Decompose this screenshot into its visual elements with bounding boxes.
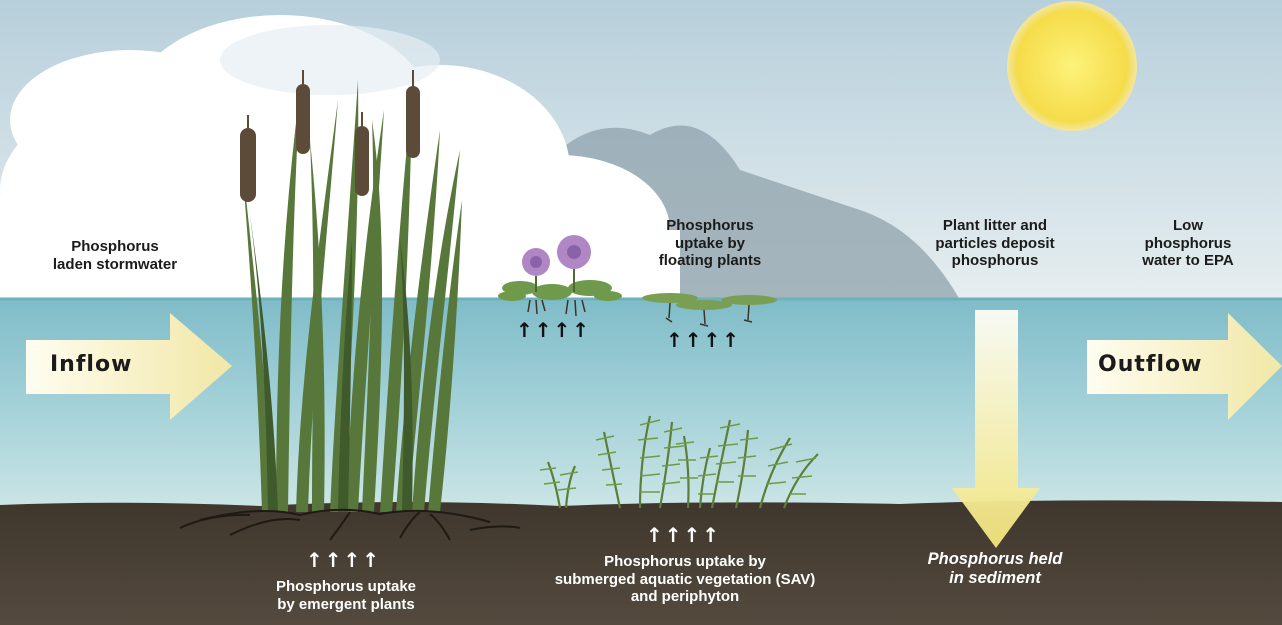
outflow-label: Outflow [1098, 352, 1202, 377]
cloud-shadow [220, 25, 440, 95]
inflow-source-label: Phosphorus laden stormwater [20, 238, 210, 273]
sav-uptake-arrows: ↑↑↑↑ [646, 523, 721, 547]
label-line: in sediment [890, 569, 1100, 588]
label-line: submerged aquatic vegetation (SAV) [500, 571, 870, 589]
lily-pad-uptake-arrows: ↑↑↑↑ [666, 328, 741, 352]
label-line: phosphorus [1108, 235, 1268, 253]
label-line: Phosphorus uptake [236, 578, 456, 596]
label-line: Phosphorus uptake by [500, 553, 870, 571]
sediment-label: Phosphorus held in sediment [890, 550, 1100, 589]
label-line: particles deposit [895, 235, 1095, 253]
label-line: by emergent plants [236, 596, 456, 614]
label-line: Phosphorus [630, 217, 790, 235]
litter-deposit-label: Plant litter and particles deposit phosp… [895, 217, 1095, 270]
label-line: and periphyton [500, 588, 870, 606]
emergent-uptake-arrows: ↑↑↑↑ [306, 548, 381, 572]
label-line: phosphorus [895, 252, 1095, 270]
inflow-label: Inflow [50, 352, 132, 377]
label-line: laden stormwater [20, 256, 210, 274]
label-line: Low [1108, 217, 1268, 235]
label-line: water to EPA [1108, 252, 1268, 270]
outflow-destination-label: Low phosphorus water to EPA [1108, 217, 1268, 270]
emergent-uptake-label: Phosphorus uptake by emergent plants [236, 578, 456, 613]
sav-uptake-label: Phosphorus uptake by submerged aquatic v… [500, 553, 870, 606]
floating-uptake-label: Phosphorus uptake by floating plants [630, 217, 790, 270]
label-line: uptake by [630, 235, 790, 253]
label-line: Phosphorus held [890, 550, 1100, 569]
sun-icon [1007, 1, 1137, 131]
label-line: Plant litter and [895, 217, 1095, 235]
label-line: floating plants [630, 252, 790, 270]
label-line: Phosphorus [20, 238, 210, 256]
floating-plant-uptake-arrows: ↑↑↑↑ [516, 318, 591, 342]
